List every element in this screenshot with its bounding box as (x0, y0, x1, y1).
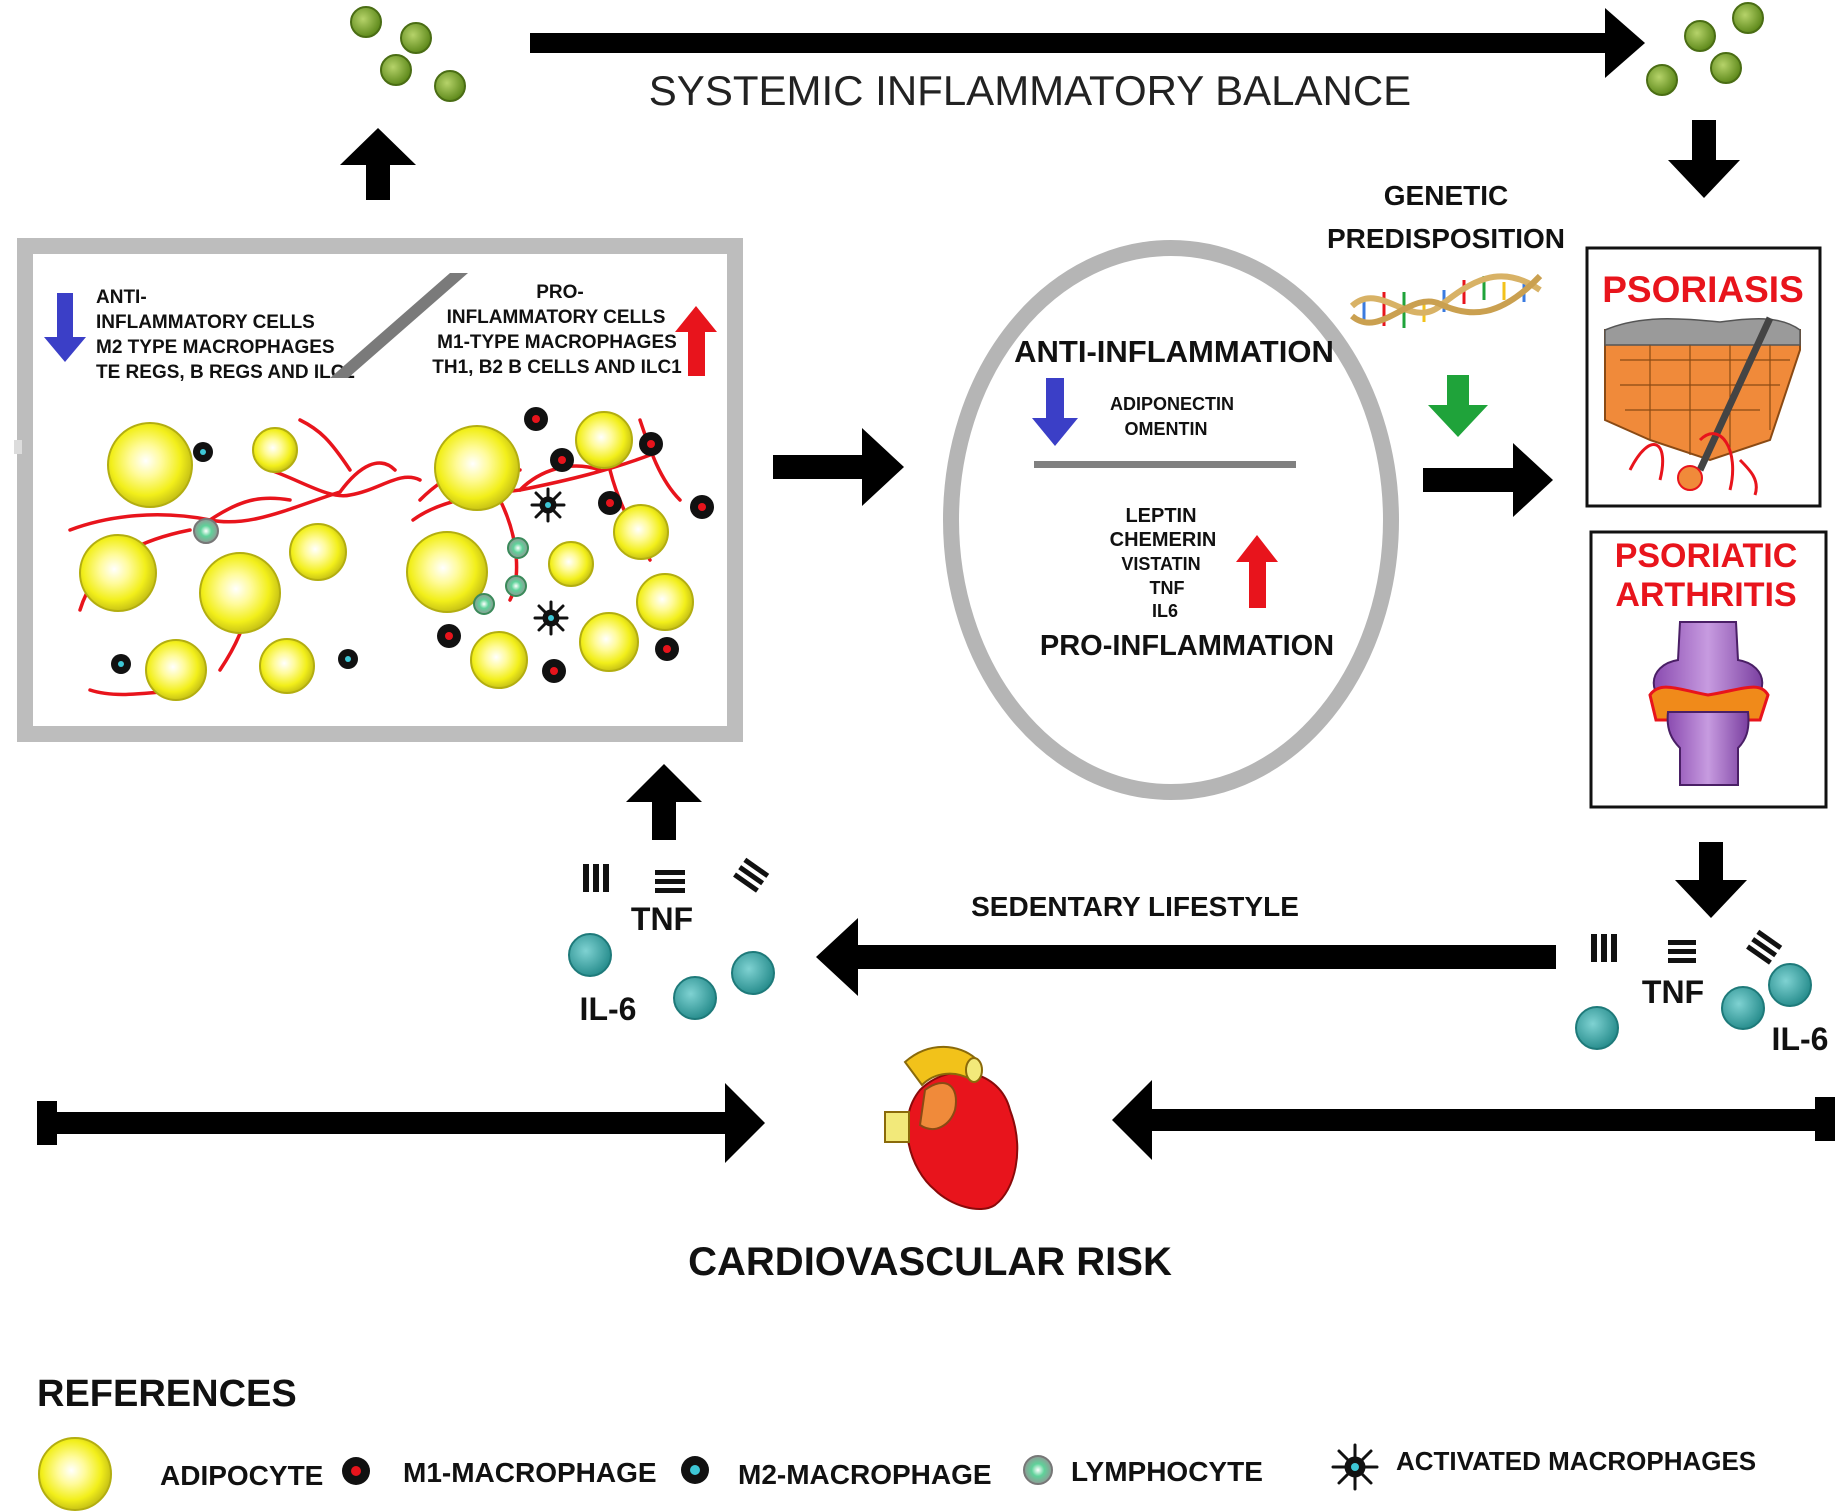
ref-m2-macrophage: M2-MACROPHAGE (681, 1456, 992, 1490)
il6-cells-right (1575, 963, 1812, 1050)
anti-cells-text: ANTI- INFLAMMATORY CELLS M2 TYPE MACROPH… (96, 287, 355, 383)
sedentary-lifestyle-label: SEDENTARY LIFESTYLE (971, 891, 1299, 922)
tnf-label-right: TNF (1642, 974, 1704, 1010)
arrow-tissue-to-adipokines (773, 428, 904, 506)
adipokine-omentin: OMENTIN (1125, 419, 1208, 439)
systemic-cells-right (1646, 2, 1764, 96)
arrow-left-to-heart (37, 1083, 765, 1163)
adipokine-leptin: LEPTIN (1125, 505, 1196, 527)
adipokine-vistatin: VISTATIN (1121, 554, 1200, 574)
activated-macrophages-right (530, 487, 569, 636)
adipokine-il6: IL6 (1152, 601, 1178, 621)
adipokine-tnf: TNF (1150, 578, 1185, 598)
knee-joint-icon (1648, 621, 1770, 786)
arrow-psa-down (1675, 842, 1747, 918)
ref-adipocyte-label: ADIPOCYTE (160, 1460, 323, 1491)
ref-activated-label: ACTIVATED MACROPHAGES (1396, 1446, 1756, 1476)
il6-cells-left (568, 933, 775, 1020)
anti-line3: M2 TYPE MACROPHAGES (96, 337, 335, 358)
arrow-to-psoriasis-down (1668, 120, 1740, 198)
genetic-line2: PREDISPOSITION (1327, 223, 1565, 254)
arrow-adipokines-to-psoriasis (1423, 443, 1553, 517)
adipokine-divider (1034, 461, 1296, 468)
cardiovascular-risk-label: CARDIOVASCULAR RISK (688, 1240, 1172, 1284)
pro-cells-text: PRO- INFLAMMATORY CELLS M1-TYPE MACROPHA… (432, 282, 682, 378)
tnf-trimer-left (583, 857, 770, 893)
anti-line2: INFLAMMATORY CELLS (96, 312, 315, 333)
references-title: REFERENCES (37, 1373, 297, 1415)
ref-m1-macrophage: M1-MACROPHAGE (342, 1457, 657, 1488)
il6-label-left: IL-6 (580, 991, 637, 1027)
ref-activated-macrophages: ACTIVATED MACROPHAGES (1331, 1443, 1756, 1491)
adipokine-chemerin: CHEMERIN (1110, 529, 1217, 551)
arrow-right-to-heart (1112, 1080, 1835, 1160)
pro-line1: PRO- (536, 282, 584, 303)
down-arrow-anti-cells (44, 293, 86, 362)
anti-inflammation-title: ANTI-INFLAMMATION (1014, 334, 1334, 369)
adipocytes-right (406, 411, 694, 689)
systemic-cells-left (350, 6, 466, 102)
arrow-cytokines-up (626, 764, 702, 840)
pro-line4: TH1, B2 B CELLS AND ILC1 (432, 357, 682, 378)
m2-macrophages-left (111, 442, 358, 674)
genetic-line1: GENETIC (1384, 180, 1508, 211)
heart-icon (884, 1045, 1019, 1210)
pro-adipokine-list: LEPTIN CHEMERIN VISTATIN TNF IL6 (1110, 505, 1217, 621)
pro-line2: INFLAMMATORY CELLS (447, 307, 666, 328)
skin-section-icon (1604, 316, 1801, 496)
ref-m1-label: M1-MACROPHAGE (403, 1457, 657, 1488)
ref-lymphocyte: LYMPHOCYTE (1023, 1455, 1263, 1487)
up-arrow-pro-cells (675, 306, 717, 376)
tnf-label-left: TNF (631, 901, 693, 937)
pro-inflammation-title: PRO-INFLAMMATION (1040, 630, 1334, 662)
psa-title-line2: ARTHRITIS (1615, 576, 1796, 614)
psa-title-line1: PSORIATIC (1615, 537, 1798, 575)
pro-line3: M1-TYPE MACROPHAGES (437, 332, 677, 353)
systemic-balance-title: SYSTEMIC INFLAMMATORY BALANCE (649, 67, 1411, 114)
ref-lymphocyte-label: LYMPHOCYTE (1071, 1456, 1263, 1487)
genetic-green-arrow (1428, 375, 1488, 437)
lymphocytes-right (473, 537, 529, 615)
arrow-systemic-top (530, 8, 1645, 78)
arrow-tissue-up (340, 128, 416, 200)
dna-helix-icon (1349, 273, 1543, 328)
adipocytes-left (79, 422, 347, 701)
anti-line1: ANTI- (96, 287, 147, 308)
psoriasis-title: PSORIASIS (1602, 269, 1804, 310)
arrow-sedentary-left (816, 918, 1556, 996)
lymphocyte-left (193, 518, 219, 544)
panel-divider-slash (330, 273, 468, 378)
up-arrow-adipokines (1236, 535, 1278, 608)
tnf-trimer-right (1591, 929, 1783, 965)
m1-macrophages-right (437, 407, 714, 683)
ref-m2-label: M2-MACROPHAGE (738, 1459, 992, 1490)
il6-label-right: IL-6 (1772, 1021, 1829, 1057)
down-arrow-adipokines (1032, 378, 1078, 446)
ref-adipocyte: ADIPOCYTE (38, 1437, 323, 1511)
anti-line4: TE REGS, B REGS AND ILC2 (96, 362, 355, 383)
adipokine-adiponectin: ADIPONECTIN (1110, 394, 1234, 414)
